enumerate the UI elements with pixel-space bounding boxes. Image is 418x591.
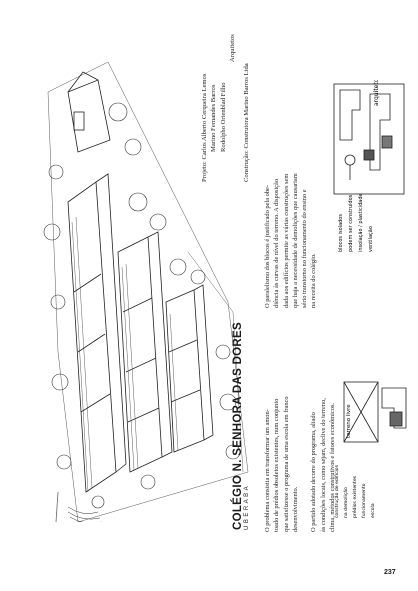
sketch-bottom-note-3: prédios existentes [351, 475, 358, 518]
school-perspective-drawing [38, 52, 256, 522]
sketch-bottom-note-5: escola [370, 503, 376, 518]
paragraph-line: sério transtorno no funcionamento do ens… [301, 189, 309, 308]
credit-project: Projeto: Carlos Alberto Cerqueira Lemos [201, 73, 208, 182]
sketch-top-label: arquitetos [373, 80, 380, 106]
sketch-blocks-diagram: arquitetos blocos isolados podem ser con… [330, 80, 408, 258]
paragraph-line: desenvolvimento. [291, 486, 299, 532]
sketch-top-note-3: insolação / plasticidade [358, 193, 364, 252]
credit-role: Arquitetos [229, 34, 237, 62]
paragraph-line: diência às curvas de nível do terreno. A… [273, 178, 281, 308]
paragraph-blocks: O paralelismo dos blocos é justificado p… [263, 173, 319, 308]
sketch-bottom-note-4: funcionamento [361, 483, 367, 518]
project-credits: Projeto: Carlos Alberto Cerqueira Lemos … [200, 34, 251, 182]
credit-architect-2: Marino Fernandes Barros [210, 84, 218, 152]
paragraph-line: O paralelismo dos blocos é justificado p… [264, 185, 271, 308]
sketch-bottom-note-2: na demolição [343, 487, 349, 518]
sketch-top-note-2: podem ser construídos [347, 194, 354, 252]
paragraph-line: O problema consistia em transformar um a… [264, 409, 271, 532]
paragraph-line: dada aos edifícios permite as várias con… [282, 173, 290, 308]
paragraph-line: às condições locais, como sejam, declive… [319, 398, 327, 532]
paragraph-intro: O problema consistia em transformar um a… [263, 396, 337, 532]
school-perspective-svg [43, 61, 249, 522]
paragraph-line: que satisfizesse o programa de uma escol… [282, 396, 290, 532]
article-title: COLÉGIO N. SENHORA DAS DORES [232, 322, 244, 530]
sketch-bottom-note-1: construção de edifícios [333, 464, 340, 518]
credit-construction: Construção: Construtora Marino Barros Lt… [242, 63, 250, 182]
page-number: 237 [384, 569, 396, 576]
sketch-top-note-4: ventilação [368, 226, 374, 252]
paragraph-line [300, 396, 309, 532]
paragraph-line: na receita do colégio. [310, 253, 318, 308]
article-city: UBERABA [244, 483, 250, 530]
sketch-bottom-label: terreno livre [346, 404, 352, 438]
paragraph-line: O partido adotado decorre do programa, a… [310, 412, 318, 532]
paragraph-line: toado de prédios obsoletos existentes, n… [273, 398, 281, 532]
paragraph-line: que haja a necessidade de demolições que… [291, 173, 299, 308]
sketch-demolition-diagram: terreno livre construção de edifícios na… [330, 378, 412, 524]
credit-architect-3: Rodolpho Ortenblad Filho [219, 82, 227, 152]
sketch-top-note-1: blocos isolados [338, 214, 344, 252]
